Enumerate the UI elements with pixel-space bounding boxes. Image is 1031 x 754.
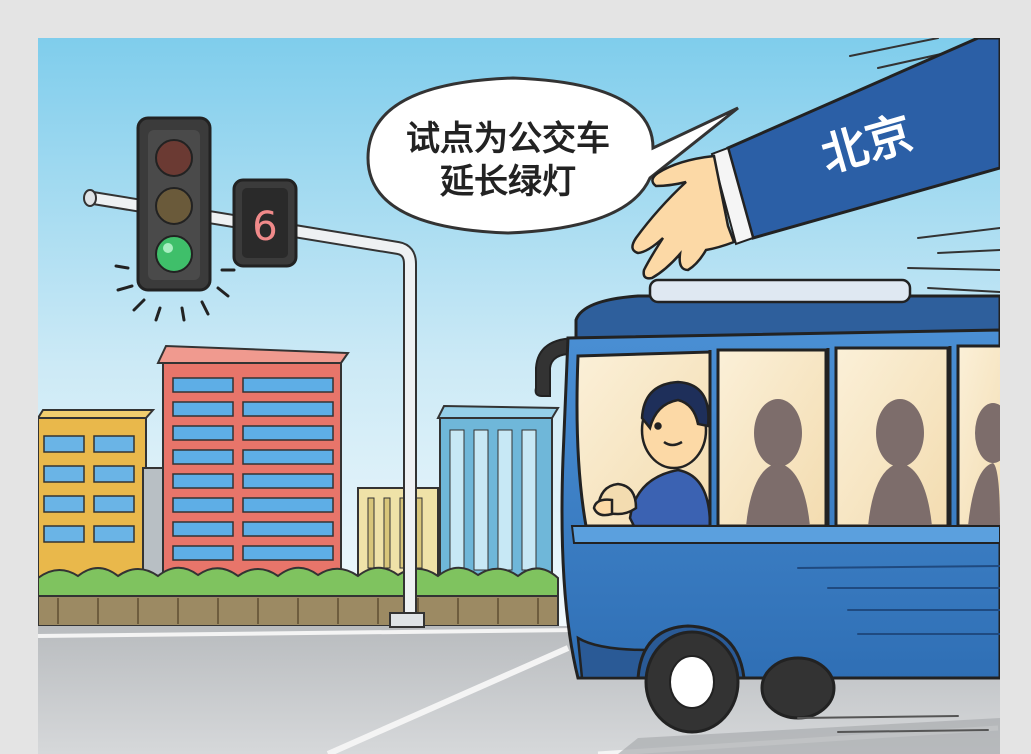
countdown-display: 6 — [232, 178, 298, 268]
illustration-canvas: 6 试点为公交车 延长绿灯 北京 — [38, 38, 1000, 754]
glow-lines — [114, 264, 236, 322]
yellow-light — [155, 187, 193, 225]
red-building — [156, 344, 350, 579]
traffic-light — [114, 116, 236, 322]
bus-front-wheel — [636, 624, 746, 734]
traffic-light-pole — [83, 189, 425, 628]
curb-line — [38, 628, 579, 638]
green-light — [155, 235, 193, 273]
beijing-sleeve: 北京 — [710, 38, 1000, 246]
speech-line-2: 延长绿灯 — [440, 162, 576, 202]
red-light — [155, 139, 193, 177]
bus — [534, 278, 1000, 754]
countdown-number: 6 — [252, 204, 277, 250]
city-buildings — [38, 344, 560, 579]
passengers — [746, 399, 1000, 526]
cream-building — [357, 487, 439, 579]
lane-line — [326, 645, 570, 754]
cartoon-illustration: 6 试点为公交车 延长绿灯 北京 — [38, 38, 1000, 754]
bus-rear-wheel — [760, 656, 836, 720]
bus-motion-lines — [797, 565, 1000, 635]
hedge — [38, 566, 559, 627]
road-motion-lines — [797, 715, 989, 733]
speech-bubble: 试点为公交车 延长绿灯 — [366, 76, 739, 235]
yellow-building — [38, 409, 156, 579]
speech-line-1: 试点为公交车 — [406, 119, 610, 159]
bus-roof-vent — [648, 278, 912, 304]
blue-building — [436, 404, 560, 579]
hand — [631, 154, 736, 280]
